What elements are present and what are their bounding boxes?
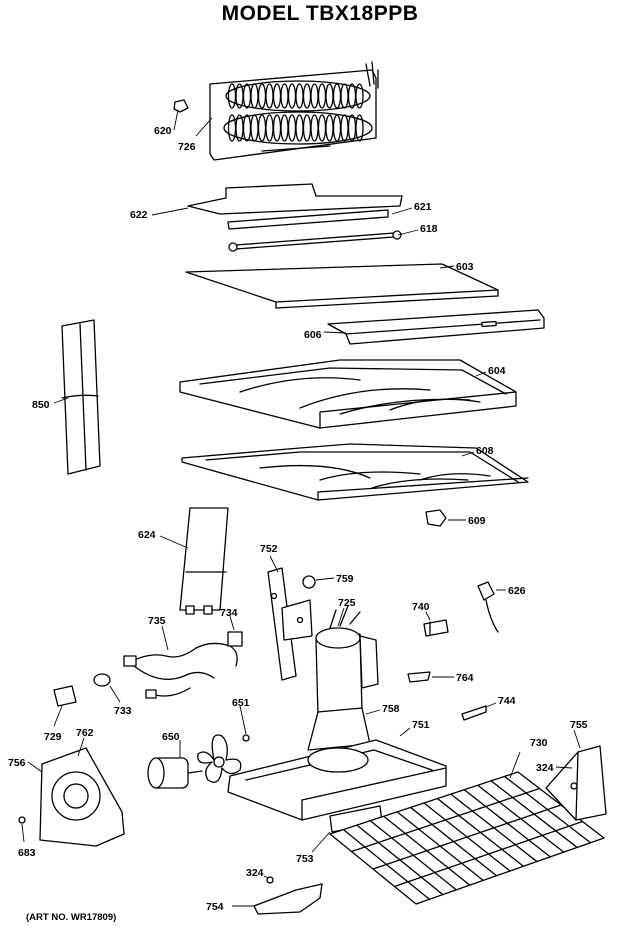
callout-850: 850	[32, 399, 50, 411]
grommet-part	[302, 575, 316, 589]
clip-part	[173, 99, 189, 113]
callout-744: 744	[498, 695, 516, 707]
callout-603: 603	[456, 261, 474, 273]
compressor	[307, 605, 379, 751]
clip-764	[407, 671, 431, 683]
wiring-harness	[123, 642, 238, 699]
callout-leaders	[21, 109, 581, 907]
callout-683: 683	[18, 847, 36, 859]
callout-740: 740	[412, 601, 430, 613]
callout-650: 650	[162, 731, 180, 743]
callout-734: 734	[220, 607, 238, 619]
corner-bracket	[545, 745, 607, 821]
callout-729: 729	[44, 731, 62, 743]
evaporator-cover	[187, 183, 403, 215]
relay-clip	[423, 619, 449, 637]
evaporator-pan-upper	[179, 359, 517, 429]
callout-651: 651	[232, 697, 250, 709]
compressor-base-tray	[227, 739, 447, 821]
heater-rod	[228, 230, 402, 252]
screw-324-lower	[266, 876, 274, 884]
callout-753: 753	[296, 853, 314, 865]
capacitor-part	[227, 631, 243, 647]
callout-608: 608	[476, 445, 494, 457]
callout-725: 725	[338, 597, 356, 609]
callout-754: 754	[206, 901, 224, 913]
callout-726: 726	[178, 141, 196, 153]
wedge-bracket	[253, 883, 323, 915]
mounting-bracket	[267, 567, 313, 681]
clip-744	[461, 705, 487, 721]
callout-618: 618	[420, 223, 438, 235]
condenser-coil	[329, 771, 605, 905]
side-support-rail	[61, 319, 101, 475]
evaporator-shelf	[185, 263, 499, 309]
callout-324-upper: 324	[536, 762, 554, 774]
callout-762: 762	[76, 727, 94, 739]
callout-764: 764	[456, 672, 474, 684]
evaporator-coil	[209, 61, 379, 161]
condenser-fan-blade	[197, 734, 242, 783]
terminal-cover	[53, 685, 77, 707]
fan-shroud	[39, 747, 125, 847]
callout-735: 735	[148, 615, 166, 627]
diagram-title: MODEL TBX18PPB	[221, 2, 419, 25]
heater-rail	[227, 209, 389, 230]
callout-604: 604	[488, 365, 506, 377]
callout-756: 756	[8, 757, 26, 769]
drain-channel	[327, 309, 545, 345]
art-number: (ART NO. WR17809)	[26, 912, 117, 923]
callout-733: 733	[114, 705, 132, 717]
callout-622: 622	[130, 209, 148, 221]
callout-620: 620	[154, 125, 172, 137]
callout-755: 755	[570, 719, 588, 731]
callout-609: 609	[468, 515, 486, 527]
overload-protector	[93, 673, 111, 687]
callout-621: 621	[414, 201, 432, 213]
callout-752: 752	[260, 543, 278, 555]
drain-pan-lower	[181, 443, 529, 501]
screw-683	[18, 816, 26, 824]
callout-626: 626	[508, 585, 526, 597]
callout-758: 758	[382, 703, 400, 715]
fan-nut	[242, 734, 250, 742]
fan-motor	[147, 757, 203, 789]
power-cord-connector	[477, 581, 499, 633]
callout-labels: 620 726 622 621 618 603 606 604 850 608 …	[8, 125, 588, 913]
drain-fitting	[425, 509, 447, 527]
callout-751: 751	[412, 719, 430, 731]
air-duct	[179, 507, 229, 615]
callout-606: 606	[304, 329, 322, 341]
callout-324-lower: 324	[246, 867, 264, 879]
callout-759: 759	[336, 573, 354, 585]
callout-624: 624	[138, 529, 156, 541]
callout-730: 730	[530, 737, 548, 749]
